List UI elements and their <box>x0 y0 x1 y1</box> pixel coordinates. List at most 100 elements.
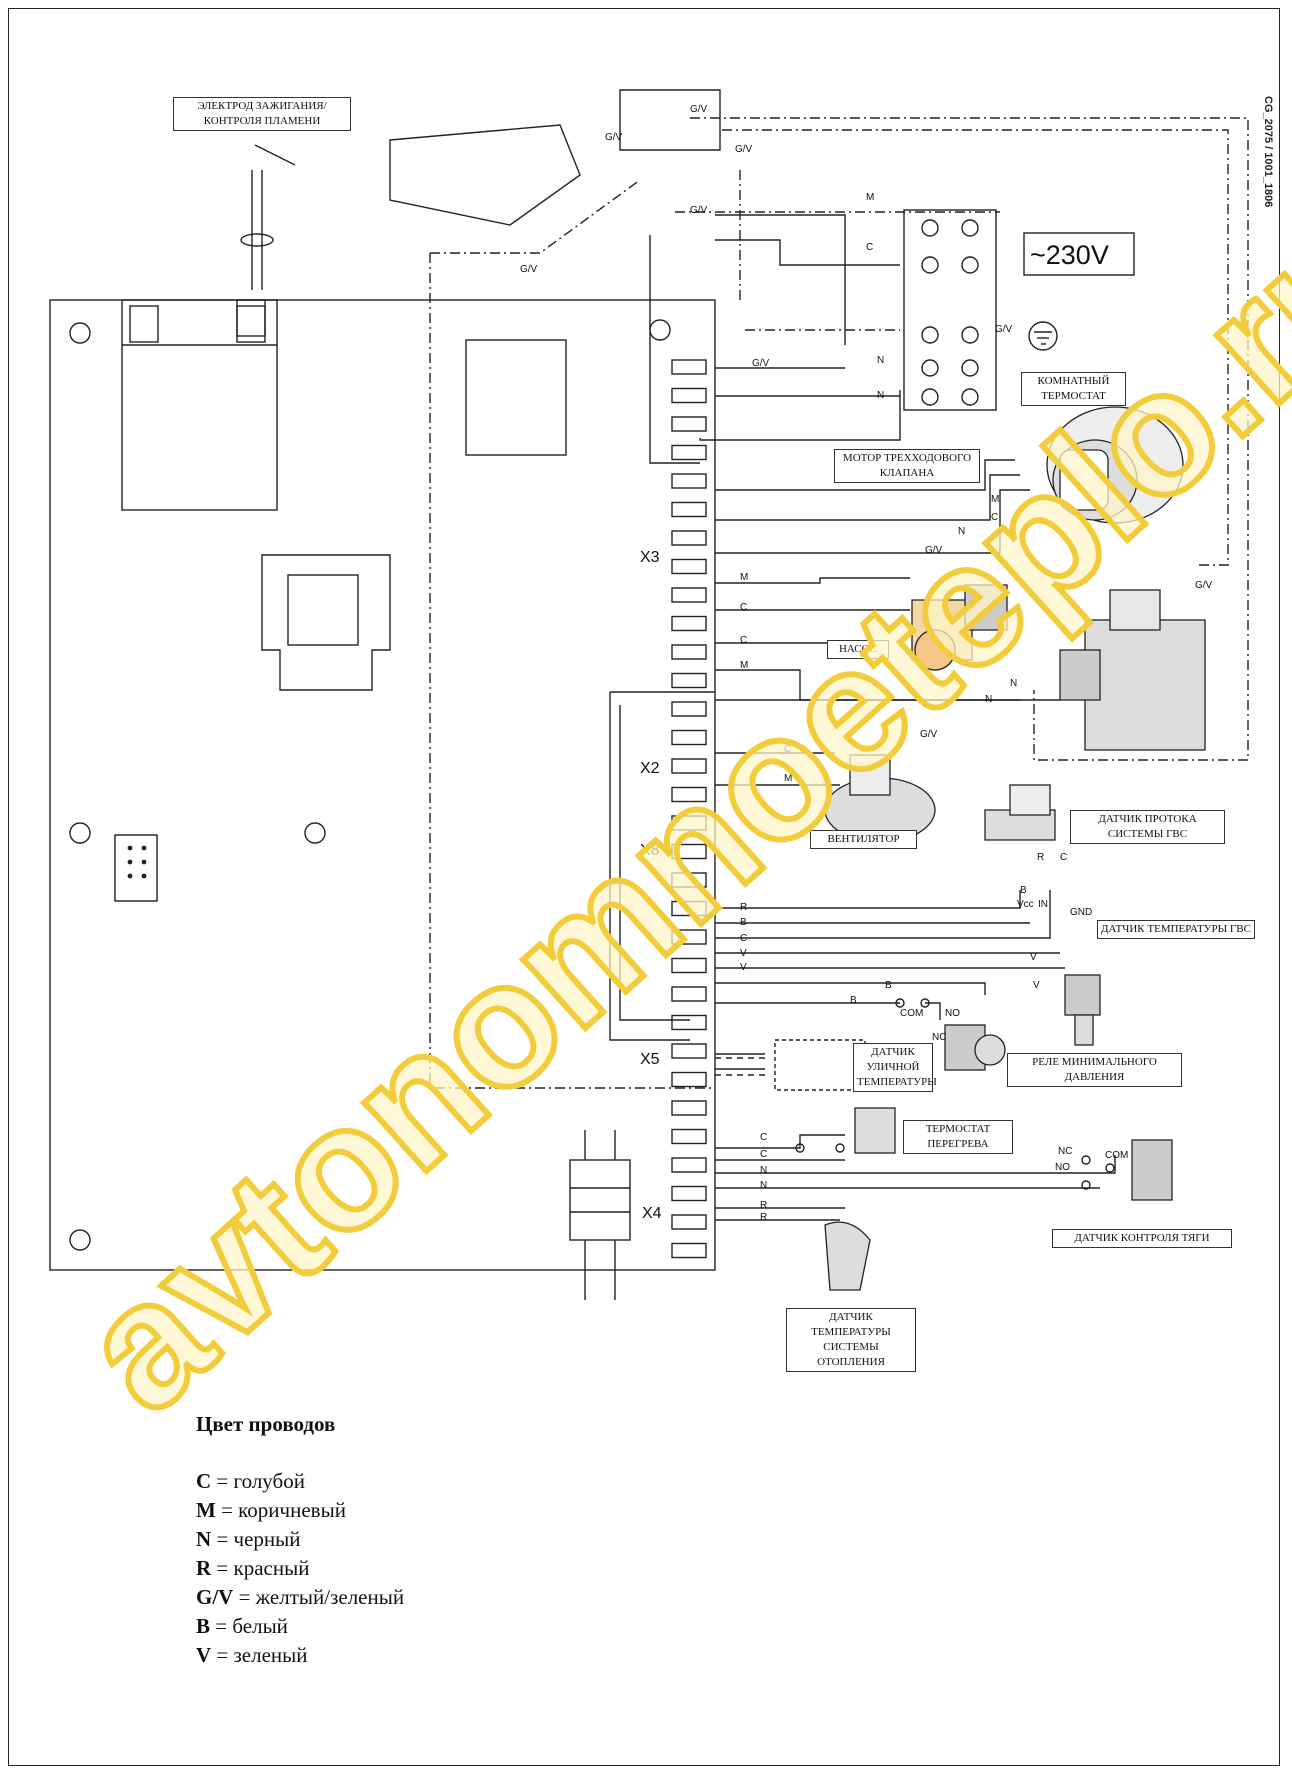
wire-tag: G/V <box>520 264 538 275</box>
wire-tag: G/V <box>995 324 1013 335</box>
legend-text: = белый <box>210 1614 288 1638</box>
wire-tag: C <box>740 933 747 944</box>
draft-sensor-icon <box>1131 1139 1173 1201</box>
connector-pin <box>671 1100 707 1116</box>
control-board <box>49 299 716 1271</box>
mount-hole <box>304 822 326 844</box>
legend-item: N = черный <box>196 1525 404 1554</box>
wire-tag: B <box>850 995 857 1006</box>
terminal-screw <box>961 256 979 274</box>
wire-tag: COM <box>900 1008 923 1019</box>
wire-tag: M <box>866 192 874 203</box>
terminal-block <box>903 209 997 411</box>
terminal-screw <box>961 388 979 406</box>
wire-tag: N <box>1010 678 1017 689</box>
connector-pin <box>671 1242 707 1259</box>
legend-code: B <box>196 1614 211 1638</box>
wire-tag: IN <box>1038 899 1048 910</box>
label-overheat: ТЕРМОСТАТ ПЕРЕГРЕВА <box>903 1120 1013 1154</box>
wire-tag: N <box>958 526 965 537</box>
connector-pin <box>671 444 707 461</box>
wire-tag: NC <box>932 1032 946 1043</box>
heating-sensor-icon <box>824 1221 871 1291</box>
legend-code: R <box>196 1556 212 1580</box>
legend-item: R = красный <box>196 1554 404 1583</box>
transformer-block <box>121 299 278 511</box>
wire-tag: G/V <box>1195 580 1213 591</box>
legend-code: N <box>196 1527 212 1551</box>
label-dhw-flow: ДАТЧИК ПРОТОКА СИСТЕМЫ ГВС <box>1070 810 1225 844</box>
page-frame <box>8 8 1280 1766</box>
legend-item: M = коричневый <box>196 1496 404 1525</box>
wire-tag: R <box>760 1200 767 1211</box>
wire-tag: G/V <box>925 545 943 556</box>
connector-pin <box>671 1214 707 1230</box>
label-electrode: ЭЛЕКТРОД ЗАЖИГАНИЯ/ КОНТРОЛЯ ПЛАМЕНИ <box>173 97 351 131</box>
wire-tag: NC <box>1058 1146 1072 1157</box>
connector-x4: X4 <box>642 1205 662 1222</box>
wire-tag: V <box>740 948 747 959</box>
wire-tag: R <box>760 1212 767 1223</box>
connector-pin <box>671 1043 707 1059</box>
terminal-screw <box>961 326 979 344</box>
connector-pin <box>671 387 707 404</box>
connector-pin <box>671 872 707 888</box>
legend-text: = зеленый <box>211 1643 308 1667</box>
coil-component <box>261 554 391 691</box>
legend-item: C = голубой <box>196 1467 404 1496</box>
relay-component <box>465 339 567 456</box>
connector-pin <box>671 758 707 774</box>
wire-tag: C <box>866 242 873 253</box>
fan-icon <box>824 754 936 843</box>
wire-tag: Vcc <box>1017 899 1034 910</box>
connector-pin <box>671 1157 707 1173</box>
voltage-label: ~230V <box>1030 240 1109 270</box>
wire-tag: B <box>885 980 892 991</box>
legend-code: C <box>196 1469 212 1493</box>
connector-x5: X5 <box>640 1051 660 1068</box>
wire-tag: R <box>1037 852 1044 863</box>
connector-pin <box>671 501 707 518</box>
wire-tag: V <box>740 962 747 973</box>
mount-hole <box>69 822 91 844</box>
legend-text: = коричневый <box>215 1498 346 1522</box>
connector-pin <box>671 615 707 632</box>
legend-item: G/V = желтый/зеленый <box>196 1583 404 1612</box>
connector-pin <box>671 815 707 831</box>
electrode-rod <box>251 170 263 290</box>
connector-x3: X3 <box>640 549 660 566</box>
label-pump: НАСОС <box>827 640 889 659</box>
pump-icon <box>911 584 1008 671</box>
wire-tag: C <box>740 602 747 613</box>
legend-item: B = белый <box>196 1612 404 1641</box>
wire-tag: G/V <box>752 358 770 369</box>
connector-pin <box>671 473 707 489</box>
connector-pin <box>671 729 707 746</box>
terminal-screw <box>961 359 979 377</box>
terminal-screw <box>921 256 939 274</box>
connector-pin <box>671 530 707 546</box>
wire-tag: V <box>1033 980 1040 991</box>
wire-tag: G/V <box>690 205 708 216</box>
label-room-thermostat: КОМНАТНЫЙ ТЕРМОСТАТ <box>1021 372 1126 406</box>
terminal-screw <box>921 219 939 237</box>
legend-item: V = зеленый <box>196 1641 404 1670</box>
mount-hole <box>69 322 91 344</box>
terminal-screw <box>961 219 979 237</box>
label-dhw-temp: ДАТЧИК ТЕМПЕРАТУРЫ ГВС <box>1097 920 1255 939</box>
board-header <box>114 834 158 902</box>
connector-pin <box>671 786 707 803</box>
connector-pin <box>671 900 707 917</box>
wire-tag: C <box>740 635 747 646</box>
mount-hole <box>69 1229 91 1251</box>
terminal-screw <box>921 388 939 406</box>
legend-code: G/V <box>196 1585 234 1609</box>
wire-tag: B <box>740 917 747 928</box>
wire-tag: M <box>740 572 748 583</box>
burner-bracket <box>389 124 581 226</box>
connector-pin <box>671 1071 707 1088</box>
legend-text: = желтый/зеленый <box>233 1585 405 1609</box>
connector-pin <box>671 957 707 974</box>
bottom-plug <box>569 1159 631 1241</box>
